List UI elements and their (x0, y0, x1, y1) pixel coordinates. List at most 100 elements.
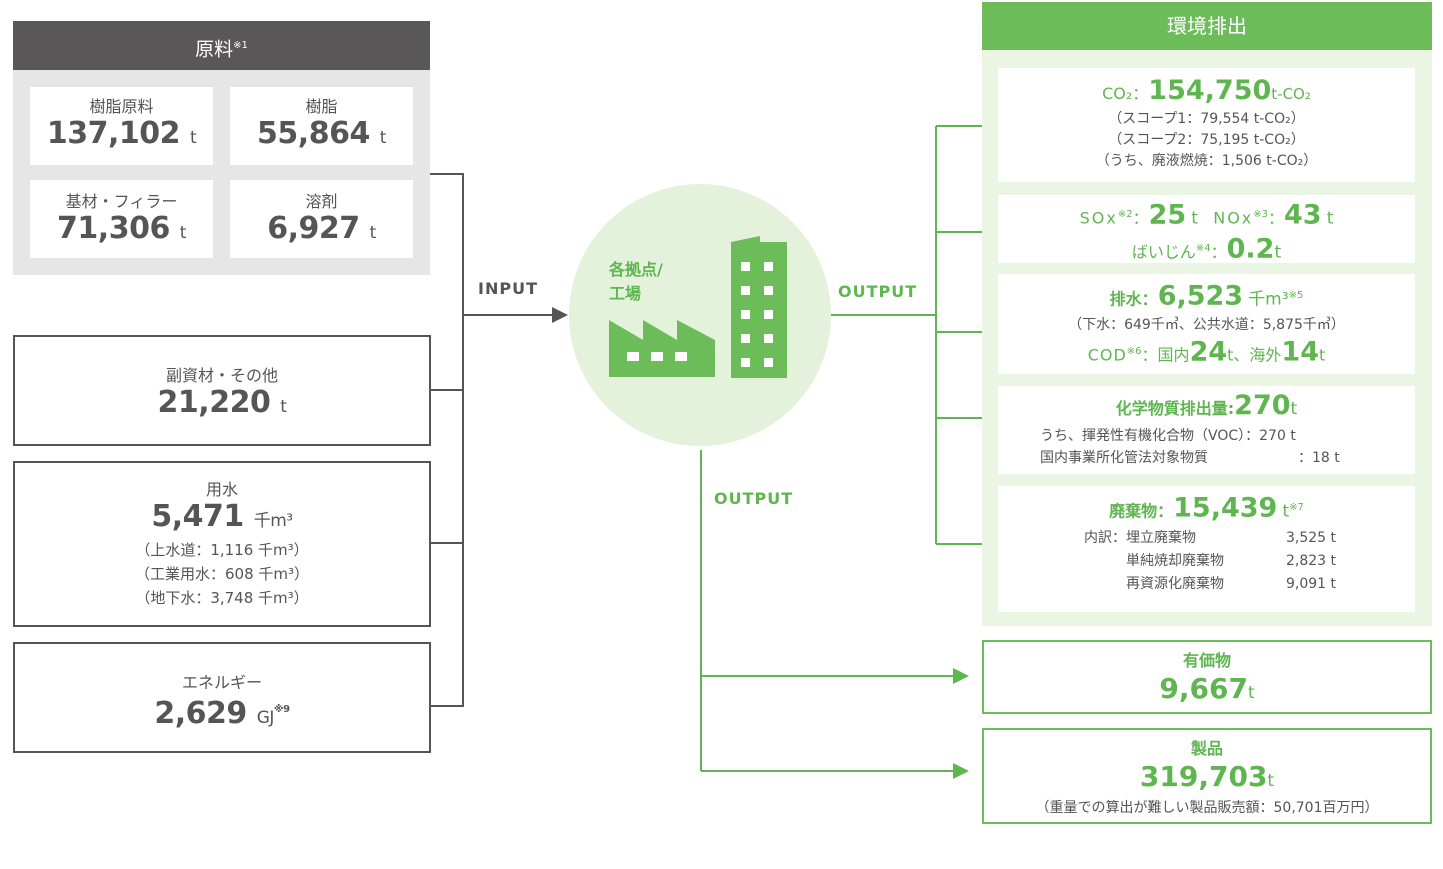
products-unit: t (1267, 771, 1275, 791)
sox-value: 25 (1148, 199, 1187, 231)
waste-item-name: 再資源化廃棄物 (1126, 576, 1224, 593)
factory-label-line2: 工場 (609, 284, 642, 303)
raw-cell-unit: t (179, 223, 187, 243)
wastewater-detail: （下水：649千㎥、公共水道：5,875千㎥） (1068, 317, 1345, 334)
nox-unit: t (1326, 208, 1334, 229)
raw-cell-solvent: 溶剤 6,927 t (230, 180, 413, 258)
raw-cell-value: 6,927 (267, 211, 360, 246)
chemicals-row2-value: ：18 t (1298, 450, 1340, 466)
sox-unit: t (1191, 208, 1198, 229)
water-detail: （地下水：3,748 千m³） (135, 589, 309, 607)
output-bottom-lines (700, 450, 955, 772)
water-unit: 千m³ (253, 511, 293, 531)
water-value: 5,471 (151, 499, 244, 534)
output-label-bottom: OUTPUT (714, 489, 794, 508)
chemicals-row1-value: 270 t (1259, 428, 1296, 444)
factory-label: 各拠点/ 工場 (609, 258, 663, 306)
waste-item-name: 単純焼却廃棄物 (1126, 553, 1224, 570)
products-note: （重量での算出が難しい製品販売額：50,701百万円） (1035, 800, 1379, 816)
water-label: 用水 (205, 480, 238, 499)
sub-materials-label: 副資材・その他 (165, 366, 278, 385)
waste-item-value: 9,091 t (1286, 576, 1337, 593)
dust-value: 0.2 (1226, 233, 1275, 265)
raw-cell-label: 樹脂 (305, 97, 338, 116)
sub-materials-unit: t (280, 397, 287, 417)
raw-cell-value: 137,102 (46, 116, 181, 151)
factory-windows (627, 262, 773, 367)
input-label: INPUT (478, 279, 538, 298)
wastewater-value: 6,523 (1157, 280, 1244, 312)
air-emissions-box: SOx※2：25 t NOx※3：43 t ばいじん※4：0.2t (998, 195, 1415, 265)
co2-prefix: CO₂： (1102, 84, 1149, 103)
wastewater-box: 排水：6,523 千m³※5 （下水：649千㎥、公共水道：5,875千㎥） C… (998, 274, 1415, 374)
raw-materials-header: 原料※1 (13, 21, 430, 70)
water-detail: （上水道：1,116 千m³） (135, 541, 309, 559)
valuables-box: 有価物 9,667t (982, 640, 1432, 714)
waste-unit: t (1282, 501, 1290, 522)
raw-materials-title: 原料 (195, 38, 234, 61)
wastewater-unit: 千m³ (1248, 289, 1289, 310)
cod-unit1: t、海外 (1227, 345, 1282, 365)
waste-label: 廃棄物： (1109, 501, 1174, 521)
factory-circle (569, 184, 831, 446)
chemicals-label: 化学物質排出量: (1115, 399, 1235, 418)
energy-unit: GJ (256, 708, 275, 728)
raw-cell-value: 55,864 (257, 116, 370, 151)
chemicals-value: 270 (1234, 390, 1291, 421)
co2-box: CO₂：154,750t-CO₂ （スコープ1：79,554 t-CO₂） （ス… (998, 68, 1415, 182)
energy-note: ※9 (273, 704, 290, 715)
nox-label: NOx (1213, 208, 1254, 228)
waste-item-name: 埋立廃棄物 (1126, 530, 1196, 547)
raw-cell-value: 71,306 (57, 211, 170, 246)
output-right-lines (831, 125, 988, 545)
energy-box: エネルギー 2,629 GJ※9 (13, 642, 431, 753)
raw-cell-resin-material: 樹脂原料 137,102 t (30, 87, 213, 165)
waste-note: ※7 (1289, 502, 1304, 513)
energy-value: 2,629 (154, 696, 247, 731)
waste-item-value: 3,525 t (1286, 530, 1337, 547)
input-arrowhead (552, 307, 568, 323)
raw-cell-base-filler: 基材・フィラー 71,306 t (30, 180, 213, 258)
chemicals-box: 化学物質排出量:270t うち、揮発性有機化合物（VOC）：270 t 国内事業… (998, 386, 1415, 474)
dust-unit: t (1274, 242, 1282, 263)
products-box: 製品 319,703t （重量での算出が難しい製品販売額：50,701百万円） (982, 728, 1432, 824)
waste-value: 15,439 (1173, 492, 1278, 524)
cod-overseas-value: 14 (1281, 336, 1319, 368)
chemicals-row2-label: 国内事業所化管法対象物質 (1040, 450, 1208, 466)
chemicals-row-voc: うち、揮発性有機化合物（VOC）：270 t (998, 425, 1415, 447)
sox-label: SOx (1079, 208, 1118, 228)
dust-label: ばいじん (1131, 242, 1196, 262)
raw-cell-label: 樹脂原料 (89, 97, 154, 116)
cod-label: COD (1087, 345, 1127, 365)
co2-value: 154,750 (1148, 75, 1272, 106)
environment-header: 環境排出 (982, 2, 1432, 50)
water-detail: （工業用水：608 千m³） (134, 565, 310, 583)
energy-label: エネルギー (181, 673, 262, 692)
nox-value: 43 (1284, 199, 1322, 231)
raw-cell-unit: t (189, 128, 197, 148)
wastewater-note: ※5 (1288, 290, 1304, 301)
raw-cell-resin: 樹脂 55,864 t (230, 87, 413, 165)
chemicals-row1-label: うち、揮発性有機化合物（VOC）： (1040, 428, 1260, 444)
factory-label-line1: 各拠点/ (609, 260, 663, 279)
raw-cell-label: 基材・フィラー (65, 192, 178, 211)
water-box: 用水 5,471 千m³ （上水道：1,116 千m³） （工業用水：608 千… (13, 461, 431, 627)
valuables-value: 9,667 (1159, 672, 1248, 705)
nox-note: ※3 (1253, 209, 1268, 220)
chemicals-unit: t (1290, 399, 1298, 419)
waste-item-value: 2,823 t (1286, 553, 1337, 570)
output-bottom-arrowheads (953, 668, 969, 779)
sub-materials-value: 21,220 (157, 385, 271, 420)
raw-cell-unit: t (379, 128, 387, 148)
cod-note: ※6 (1126, 346, 1142, 358)
raw-cell-label: 溶剤 (305, 192, 338, 211)
products-value: 319,703 (1139, 760, 1268, 793)
dust-note: ※4 (1195, 243, 1211, 255)
sox-note: ※2 (1117, 209, 1133, 220)
raw-materials-note: ※1 (233, 40, 248, 51)
co2-line: （スコープ2：75,195 t-CO₂） (1108, 132, 1305, 148)
output-label-right: OUTPUT (838, 282, 918, 301)
